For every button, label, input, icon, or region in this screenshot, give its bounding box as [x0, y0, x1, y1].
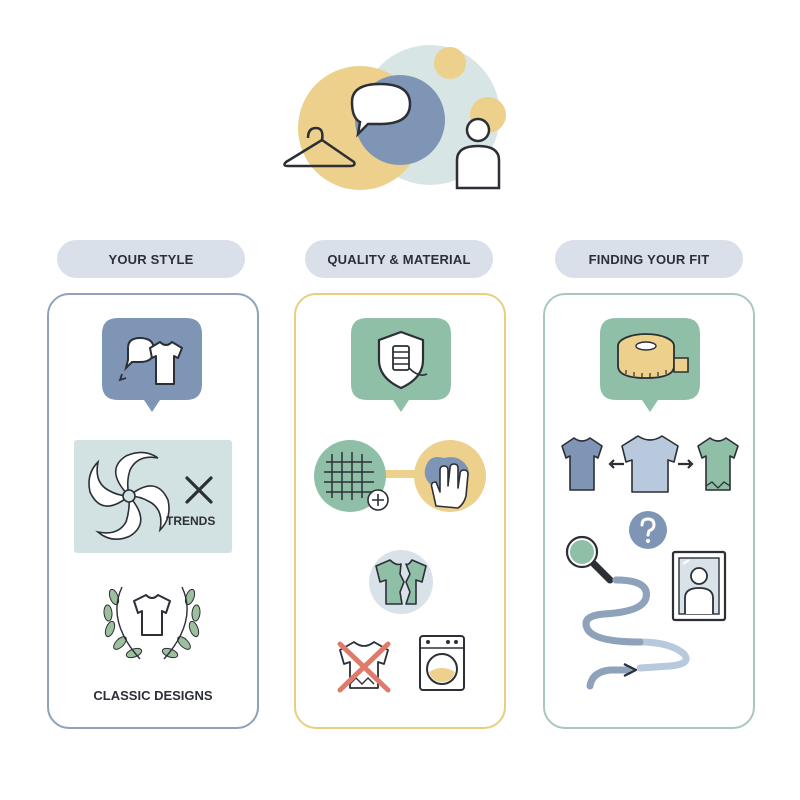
magnifier-icon: [565, 535, 614, 584]
laurel-tshirt-icon: [103, 586, 201, 660]
trends-label: TRENDS: [166, 514, 216, 528]
fabric-grid-icon: [314, 440, 389, 512]
classic-designs-label: CLASSIC DESIGNS: [93, 688, 213, 703]
tshirt-thought-icon: [102, 318, 202, 412]
path-arrow-icon: [582, 576, 690, 690]
header-your-style: YOUR STYLE: [57, 240, 245, 278]
measuring-tape-icon: [600, 318, 700, 412]
hanger-icon: [283, 126, 356, 168]
torn-shirt-icon: [369, 550, 433, 614]
shield-thread-icon: [351, 318, 451, 412]
hand-touch-icon: [414, 440, 486, 512]
mirror-person-icon: [671, 550, 727, 622]
speech-bubble-icon: [350, 82, 412, 138]
no-wash-shirt-icon: [337, 641, 391, 693]
header-finding-your-fit: FINDING YOUR FIT: [555, 240, 743, 278]
fabric-hand-row: [314, 440, 486, 512]
person-icon: [455, 117, 501, 190]
shirt-sizes-icon: [561, 435, 739, 493]
question-icon: [629, 511, 667, 549]
hero-illustration: [283, 45, 506, 190]
swirl-trends-icon: [88, 451, 170, 540]
x-mark-icon: [185, 476, 213, 504]
header-quality-material: QUALITY & MATERIAL: [305, 240, 493, 278]
washing-machine-icon: [419, 635, 465, 691]
panel-finding-your-fit: [543, 293, 755, 729]
